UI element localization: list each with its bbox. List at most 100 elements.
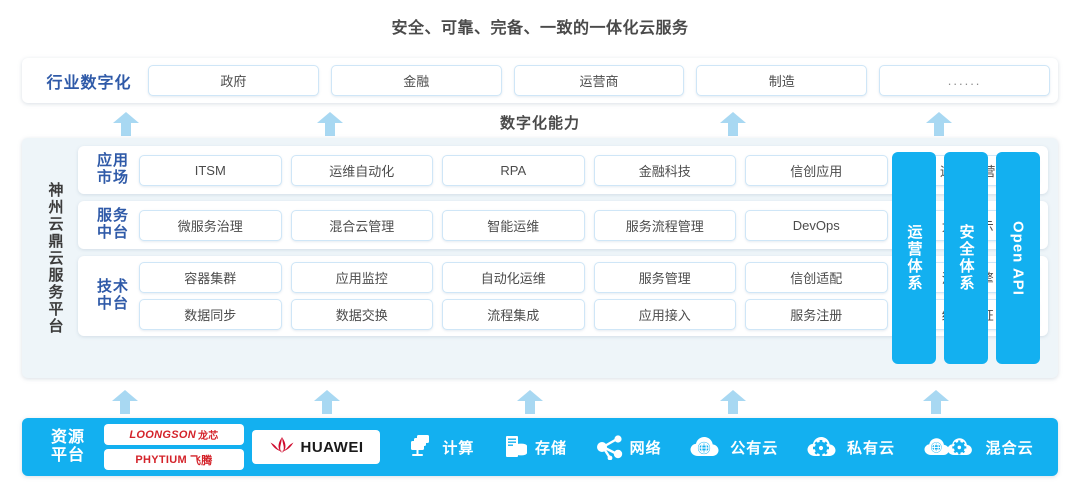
band-label-line1: 技术	[96, 278, 129, 296]
resource-platform: 资源 平台 LOONGSON 龙芯 PHYTIUM 飞腾 H	[22, 418, 1058, 476]
resource-item-network[interactable]: 网络	[596, 434, 662, 460]
arrow-shaft	[121, 121, 131, 136]
band-label-line1: 应用	[96, 152, 129, 170]
tech-cell-data-sync[interactable]: 数据同步	[139, 299, 282, 330]
arrow-head	[112, 390, 138, 401]
low-arrow-2	[314, 390, 340, 414]
vertical-bar-security-system[interactable]: 安全体系	[944, 152, 988, 364]
resource-label-line1: 资源	[50, 428, 85, 446]
tech-cell-xinchuang-adaptation[interactable]: 信创适配	[745, 262, 888, 293]
arrow-shaft	[322, 399, 332, 414]
up-arrow-1	[113, 112, 139, 136]
arrow-head	[113, 112, 139, 123]
loongson-logo: LOONGSON 龙芯	[104, 424, 244, 445]
band-cells: 容器集群 应用监控 自动化运维 服务管理 信创适配 流程引擎 数据同步 数据交换…	[139, 262, 1039, 330]
resource-item-private-cloud[interactable]: 私有云	[807, 435, 895, 459]
platform-bands: 应用 市场 ITSM 运维自动化 RPA 金融科技 信创应用 运维/运营	[78, 146, 1048, 370]
platform-vertical-label: 神州云鼎云服务平台	[46, 181, 64, 335]
resource-item-storage[interactable]: 存储	[503, 434, 567, 460]
tech-cell-app-access[interactable]: 应用接入	[593, 299, 736, 330]
resource-item-compute[interactable]: 计算	[408, 434, 474, 460]
svc-cell-devops[interactable]: DevOps	[745, 209, 888, 241]
resource-item-hybrid-cloud[interactable]: 混合云	[924, 435, 1034, 459]
loongson-logo-cn: 龙芯	[197, 431, 219, 442]
cloud-service-platform: 神州云鼎云服务平台 应用 市场 ITSM 运维自动化 RPA 金融科技 信创应用…	[22, 138, 1058, 378]
industry-cell-more[interactable]: ......	[879, 65, 1050, 96]
svc-cell-aiops[interactable]: 智能运维	[442, 209, 585, 241]
industry-cells: 政府 金融 运营商 制造 ......	[148, 65, 1050, 96]
arrow-head	[926, 112, 952, 123]
svc-cell-hybrid-cloud-mgmt[interactable]: 混合云管理	[290, 209, 433, 241]
resource-icon-items: 计算 存储	[380, 434, 1048, 460]
tech-cell-service-registry[interactable]: 服务注册	[745, 299, 888, 330]
arrow-head	[517, 390, 543, 401]
huawei-flower-icon	[270, 437, 293, 453]
vertical-bar-operations-system[interactable]: 运营体系	[892, 152, 936, 364]
arrow-shaft	[525, 399, 535, 414]
svc-cell-service-process-mgmt[interactable]: 服务流程管理	[593, 209, 736, 241]
loongson-logo-en: LOONGSON	[129, 428, 196, 441]
resource-label-line2: 平台	[50, 447, 85, 464]
arrow-head	[720, 390, 746, 401]
band-tech-midend: 技术 中台 容器集群 应用监控 自动化运维 服务管理 信创适配 流程引擎 数据同…	[78, 256, 1048, 336]
band-label-service-midend: 服务 中台	[87, 207, 139, 242]
resource-platform-label: 资源 平台	[32, 429, 104, 466]
tech-cell-container-cluster[interactable]: 容器集群	[139, 262, 282, 293]
band-label-line1: 服务	[96, 207, 129, 225]
arrow-head	[314, 390, 340, 401]
app-cell-itsm[interactable]: ITSM	[139, 154, 282, 186]
up-arrow-3	[720, 112, 746, 136]
arrow-shaft	[120, 399, 130, 414]
vertical-bar-open-api[interactable]: Open API	[996, 152, 1040, 364]
low-arrow-1	[112, 390, 138, 414]
cpu-logo-stack: LOONGSON 龙芯 PHYTIUM 飞腾	[104, 424, 244, 470]
resource-item-label: 私有云	[846, 439, 895, 457]
app-cell-fintech[interactable]: 金融科技	[593, 154, 736, 186]
industry-cell-telecom[interactable]: 运营商	[513, 65, 685, 96]
arrow-shaft	[931, 399, 941, 414]
phytium-logo: PHYTIUM 飞腾	[104, 449, 244, 470]
resource-item-label: 存储	[534, 439, 567, 457]
arrow-shaft	[325, 121, 335, 136]
resource-item-label: 混合云	[985, 439, 1034, 457]
phytium-logo-cn: 飞腾	[190, 454, 213, 467]
tech-cell-process-integration[interactable]: 流程集成	[442, 299, 585, 330]
capability-label: 数字化能力	[499, 115, 580, 132]
low-arrow-4	[720, 390, 746, 414]
up-arrow-4	[926, 112, 952, 136]
band-label-line2: 市场	[96, 169, 129, 186]
svc-cell-microservice-governance[interactable]: 微服务治理	[139, 209, 282, 241]
band-label-line2: 中台	[96, 295, 129, 312]
industry-row: 行业数字化 政府 金融 运营商 制造 ......	[22, 58, 1058, 103]
arrow-shaft	[728, 399, 738, 414]
page-title: 安全、可靠、完备、一致的一体化云服务	[391, 20, 689, 37]
resource-item-public-cloud[interactable]: 公有云	[690, 435, 778, 459]
low-arrow-3	[517, 390, 543, 414]
band-label-application-market: 应用 市场	[87, 152, 139, 187]
resource-item-label: 公有云	[730, 439, 779, 457]
industry-cell-manufacturing[interactable]: 制造	[696, 65, 868, 96]
vertical-bar-label: 安全体系	[957, 224, 975, 292]
up-arrow-2	[317, 112, 343, 136]
huawei-logo-text: HUAWEI	[300, 438, 364, 456]
vertical-bars: 运营体系 安全体系 Open API	[892, 152, 1040, 364]
app-cell-ops-automation[interactable]: 运维自动化	[290, 154, 433, 186]
storage-icon	[505, 436, 527, 457]
arrow-head	[923, 390, 949, 401]
low-arrow-5	[923, 390, 949, 414]
huawei-logo: HUAWEI	[252, 430, 380, 464]
industry-cell-government[interactable]: 政府	[148, 65, 319, 96]
tech-cell-auto-ops[interactable]: 自动化运维	[442, 262, 585, 293]
industry-row-label: 行业数字化	[46, 74, 132, 92]
app-cell-rpa[interactable]: RPA	[442, 154, 585, 186]
arrow-shaft	[934, 121, 944, 136]
tech-cell-service-mgmt[interactable]: 服务管理	[593, 262, 736, 293]
tech-cell-app-monitoring[interactable]: 应用监控	[290, 262, 433, 293]
app-cell-xinchuang-app[interactable]: 信创应用	[745, 154, 888, 186]
tech-cell-data-exchange[interactable]: 数据交换	[290, 299, 433, 330]
compute-icon	[411, 435, 430, 456]
industry-cell-finance[interactable]: 金融	[330, 65, 502, 96]
network-icon	[596, 435, 622, 460]
resource-item-label: 网络	[629, 439, 662, 457]
